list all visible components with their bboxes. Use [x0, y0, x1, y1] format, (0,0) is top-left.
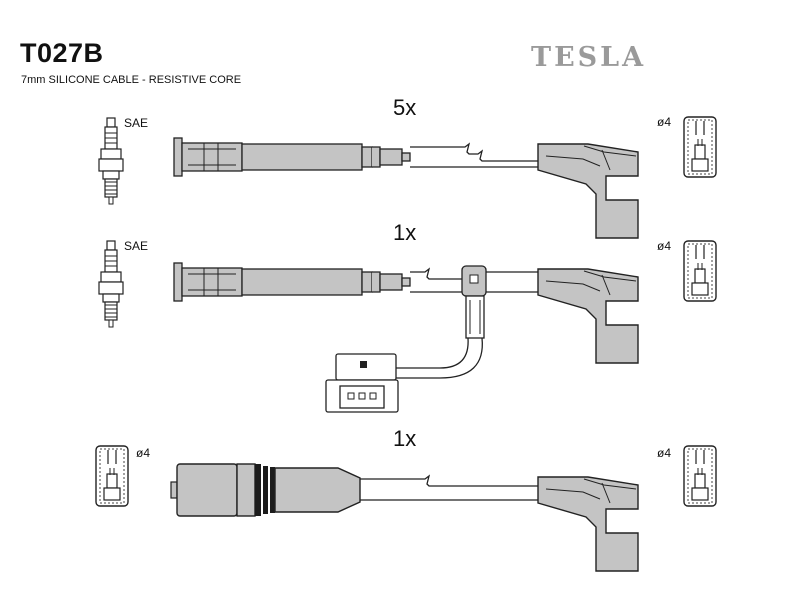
diameter-label: ø4	[657, 115, 671, 129]
cable	[360, 474, 538, 501]
diameter-label: ø4	[136, 446, 150, 460]
connector-pin	[347, 392, 355, 400]
connector-pin	[358, 392, 366, 400]
quantity-label: 1x	[393, 220, 416, 245]
spark-plug-icon	[98, 117, 124, 205]
quantity-label: 1x	[393, 426, 416, 451]
straight-plug-boot	[173, 137, 411, 177]
terminal-icon	[683, 116, 717, 178]
seal-ring	[263, 466, 268, 514]
connector-pin	[369, 392, 377, 400]
boot-taper	[274, 467, 361, 513]
cable-description: 7mm SILICONE CABLE - RESISTIVE CORE	[21, 74, 242, 86]
cable	[410, 267, 538, 293]
spark-plug-icon	[98, 240, 124, 328]
lead-row-3: 1x ø4 ø4	[95, 426, 717, 572]
part-number-title: T027B	[20, 38, 104, 68]
terminal-icon	[683, 445, 717, 507]
seal-ring	[270, 467, 275, 513]
quantity-label: 5x	[393, 95, 416, 120]
angled-coil-boot	[537, 268, 639, 364]
clip-window	[469, 274, 479, 284]
straight-plug-boot	[173, 262, 411, 302]
diameter-label: ø4	[657, 446, 671, 460]
straight-plug-boot	[176, 463, 238, 517]
connector-marker	[360, 361, 367, 368]
cable	[410, 142, 538, 168]
lead-row-1: 5x SAE ø4	[98, 95, 717, 239]
sensor-sleeve	[465, 295, 485, 339]
terminal-icon	[683, 240, 717, 302]
lead-row-2: 1x SAE ø4	[98, 220, 717, 413]
sleeve-lines	[469, 300, 481, 334]
sae-label: SAE	[124, 239, 148, 253]
terminal-icon	[95, 445, 129, 507]
boot-tip	[170, 481, 178, 499]
diameter-label: ø4	[657, 239, 671, 253]
seal-ring	[255, 464, 261, 516]
angled-coil-boot	[537, 476, 639, 572]
sensor-cable	[395, 337, 483, 379]
brand-logo: TESLA	[531, 42, 647, 73]
sae-label: SAE	[124, 116, 148, 130]
boot-collar	[236, 463, 256, 517]
angled-coil-boot	[537, 143, 639, 239]
